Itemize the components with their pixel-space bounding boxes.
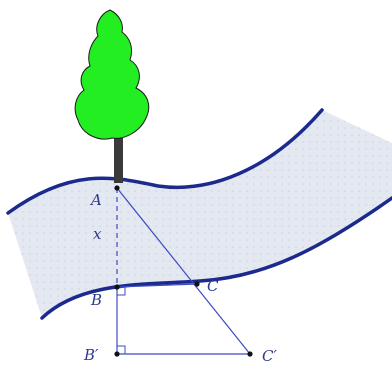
label-x: x [93,225,102,243]
point-b [114,284,120,290]
label-a: A [89,191,102,209]
point-a [114,185,120,191]
tree [74,9,150,183]
labels: A x B C B′ C′ [83,191,277,365]
segment-b-c [116,283,198,288]
label-c: C [207,277,219,295]
construction [116,187,251,355]
right-angle-mark-b [117,287,126,296]
line-a-c-prime [116,187,251,355]
tree-foliage [74,9,150,140]
river [6,108,392,320]
near-riverbank [6,108,324,215]
label-b-prime: B′ [83,346,99,364]
river-dots [8,110,392,318]
point-c [194,281,200,287]
far-riverbank [40,196,392,320]
right-angle-mark-b-prime [117,345,126,354]
point-c-prime [247,351,253,357]
label-c-prime: C′ [262,347,277,365]
label-b: B [90,291,102,309]
tree-trunk [114,138,123,183]
points [114,185,253,357]
point-b-prime [114,351,120,357]
